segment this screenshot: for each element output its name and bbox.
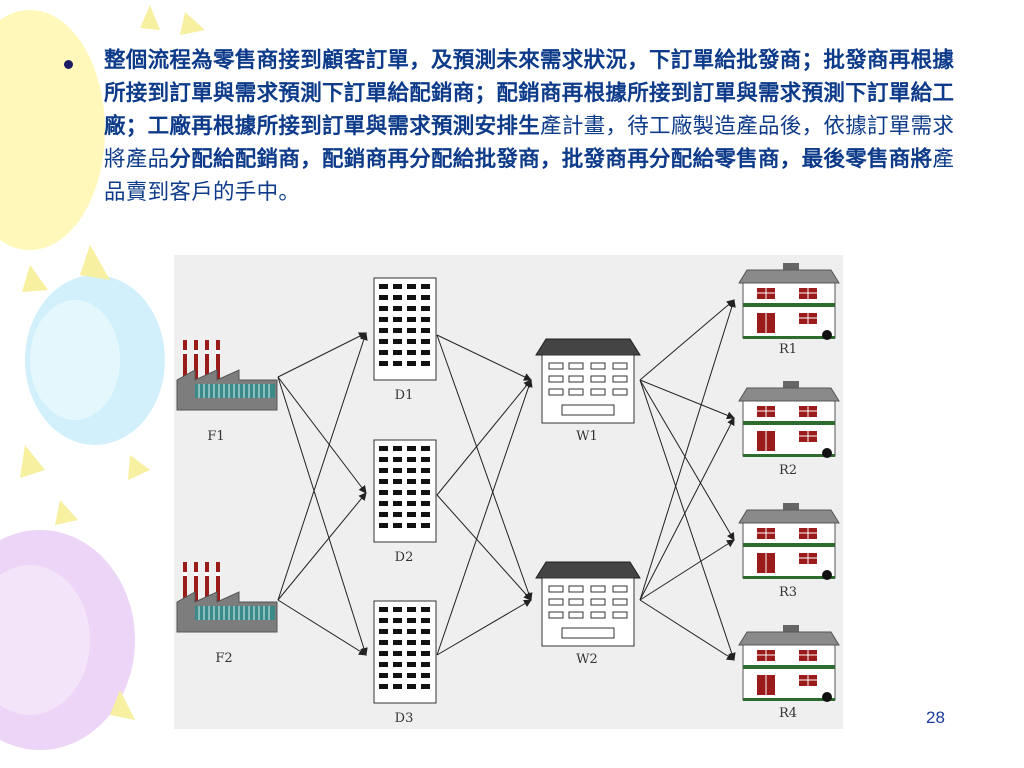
edge-W2-R3 [639,539,735,601]
retailer-icon [738,262,840,341]
edge-F1-D3 [277,376,368,656]
edge-F2-D3 [277,599,367,656]
factory-label: F2 [215,651,232,666]
edge-D1-W2 [436,334,533,601]
bullet-segment-3: 分配給配銷商，配銷商再分配給批發商，批發商再分配給零售商，最後零售商將 [169,147,933,172]
edge-F2-D2 [277,492,367,601]
distributor-label: D2 [395,550,414,565]
bullet-dot [64,60,73,69]
wholesaler-label: W1 [576,429,598,444]
edge-W2-R1 [639,299,736,601]
retailer-R1: R1 [738,262,840,357]
supply-chain-svg: F1 F2 D1 D2 D3 W1 W2 [176,262,840,726]
distributor-D2: D2 [373,439,437,565]
edge-W2-R4 [639,599,735,661]
retailer-icon [738,624,840,703]
wholesaler-W1: W1 [535,338,641,444]
edge-W1-R1 [639,299,735,381]
retailer-label: R3 [779,585,797,600]
bullet-text: 整個流程為零售商接到顧客訂單，及預測未來需求狀況，下訂單給批發商；批發商再根據所… [104,44,956,209]
edge-D2-W1 [436,379,532,496]
distributor-D3: D3 [373,600,437,726]
edge-F1-D2 [277,376,367,494]
wholesaler-label: W2 [576,652,598,667]
retailer-label: R1 [779,342,797,357]
edge-W1-R4 [639,379,736,661]
edge-D3-W2 [436,599,532,656]
bullet-segment-2: 產計畫，待工廠製造產品後，依據訂單需求將產品 [104,114,955,172]
wholesaler-icon [535,561,641,647]
distributor-D1: D1 [373,277,437,403]
edge-D1-W1 [436,334,532,381]
retailer-label: R4 [779,706,797,721]
edge-W1-R3 [639,379,735,541]
bullet-block: 整個流程為零售商接到顧客訂單，及預測未來需求狀況，下訂單給批發商；批發商再根據所… [64,44,956,209]
edge-D3-W1 [436,379,533,656]
edge-F2-D1 [277,332,368,601]
distributor-icon [373,439,437,543]
distributor-label: D1 [395,388,414,403]
retailer-R4: R4 [738,624,840,721]
retailer-icon [738,502,840,581]
distributor-icon [373,277,437,381]
edge-W1-R2 [639,379,735,420]
factory-icon [176,561,278,633]
bullet-segment-4: 產品賣到客戶的手中。 [104,147,955,205]
factory-F1: F1 [176,339,278,444]
wholesaler-W2: W2 [535,561,641,667]
edge-F1-D1 [277,332,367,378]
distributor-label: D3 [395,711,414,726]
retailer-icon [738,380,840,459]
retailer-R2: R2 [738,380,840,478]
distributor-icon [373,600,437,704]
page-number: 28 [926,708,945,727]
factory-F2: F2 [176,561,278,666]
supply-chain-diagram: F1 F2 D1 D2 D3 W1 W2 [174,255,843,729]
factory-label: F1 [207,429,224,444]
edge-D2-W2 [436,494,532,601]
edge-W2-R2 [639,417,735,601]
factory-icon [176,339,278,411]
bullet-segment-1: 整個流程為零售商接到顧客訂單，及預測未來需求狀況，下訂單給批發商；批發商再根據所… [104,48,955,139]
wholesaler-icon [535,338,641,424]
retailer-R3: R3 [738,502,840,600]
retailer-label: R2 [779,463,797,478]
